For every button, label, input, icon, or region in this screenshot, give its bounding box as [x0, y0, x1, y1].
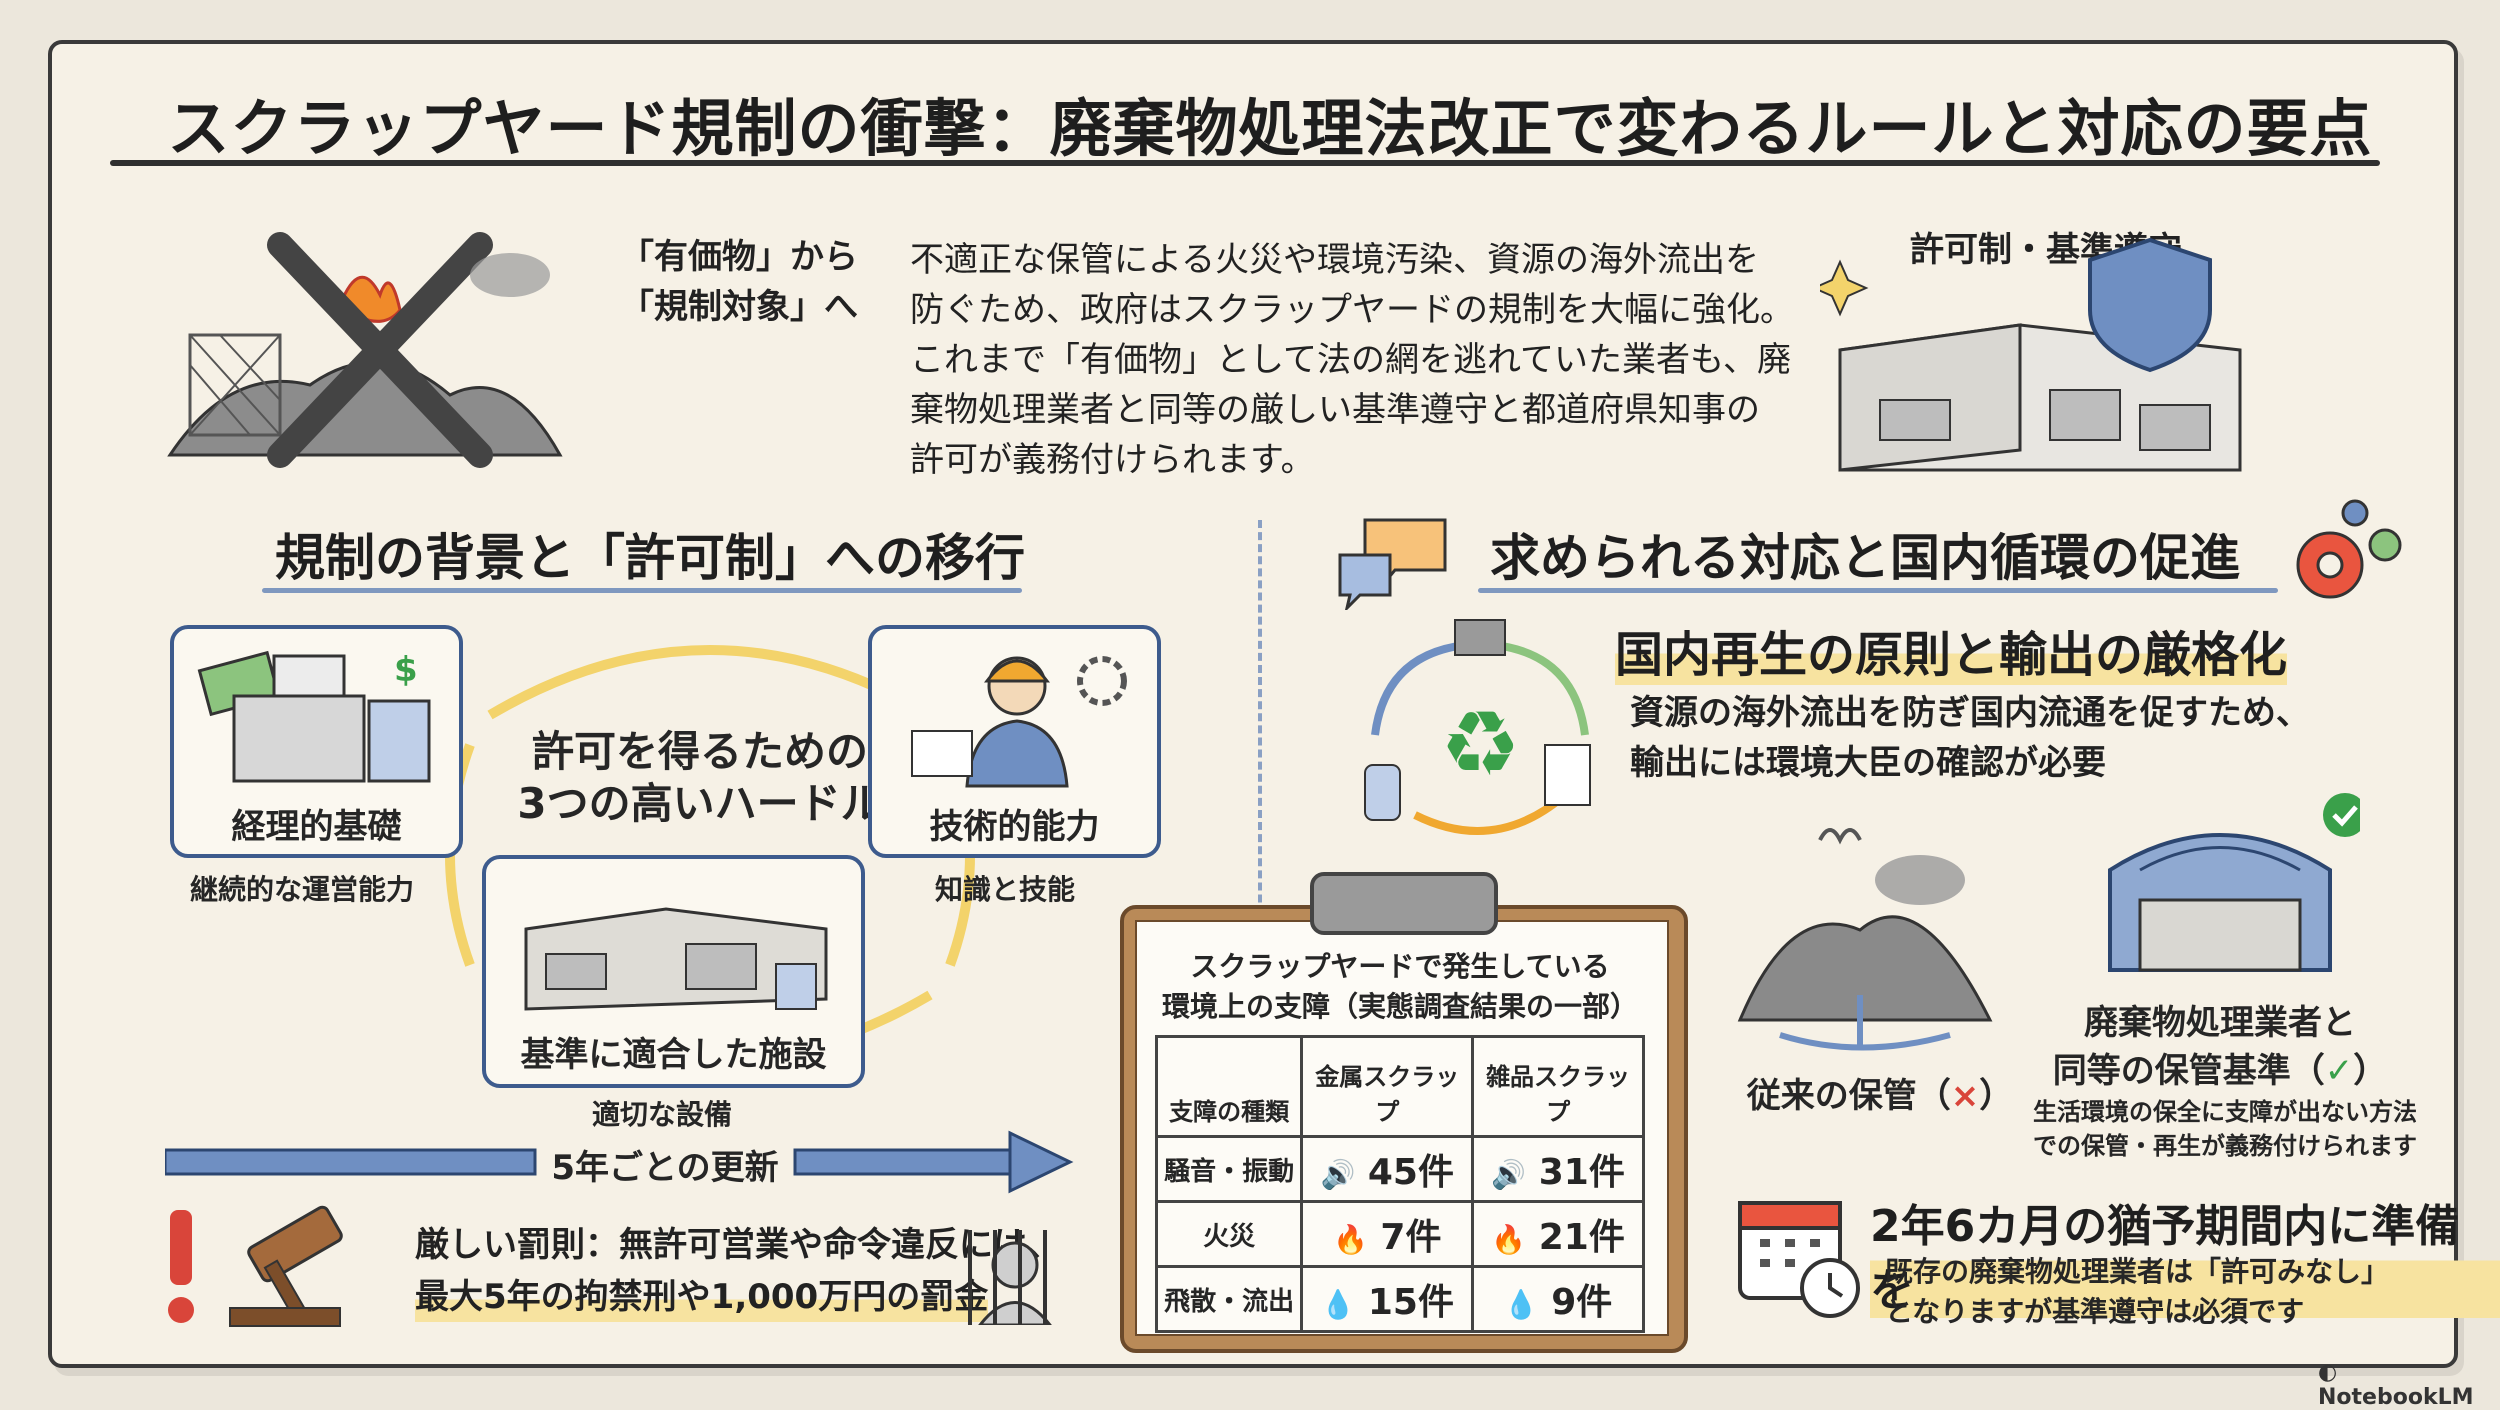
card-compliant-facility: 基準に適合した施設 [482, 855, 865, 1088]
card-label: 経理的基礎 [231, 807, 402, 847]
penalty-line-1: 厳しい罰則：無許可営業や命令違反には、 [415, 1225, 1061, 1265]
metal-count: 15件 [1367, 1282, 1454, 1323]
row-type: 騒音・振動 [1154, 1135, 1304, 1203]
new-storage-text: 同等の保管基準（ [2052, 1051, 2325, 1091]
intro-line: 防ぐため、政府はスクラップヤードの規制を大幅に強化。 [910, 290, 1794, 330]
grace-line-1: 既存の廃棄物処理業者は「許可みなし」 [1885, 1255, 2390, 1288]
row-metal-value: 🔊 45件 [1300, 1135, 1475, 1203]
right-title-underline [1478, 588, 2278, 593]
cash-register-icon: $ [197, 650, 431, 783]
title-underline [110, 160, 2380, 166]
spill-icon: 💧 [1503, 1288, 1539, 1321]
new-storage-line-2: 同等の保管基準（✓） [2030, 1043, 2410, 1092]
speaker-icon: 🔊 [1491, 1158, 1527, 1191]
clipboard-title-2: 環境上の支障（実態調査結果の一部） [1161, 990, 1638, 1023]
old-scrap-pile-icon [1737, 828, 1993, 1051]
speaker-icon: 🔊 [1320, 1158, 1356, 1191]
header-metal: 金属スクラップ [1300, 1035, 1475, 1138]
card-sublabel: 知識と技能 [935, 873, 1076, 906]
row-mixed-value: 💧 9件 [1471, 1265, 1645, 1333]
flame-icon: 🔥 [1332, 1223, 1368, 1256]
domestic-line-1: 資源の海外流出を防ぎ国内流通を促すため、 [1630, 693, 2310, 733]
engineer-icon [911, 656, 1127, 788]
flame-icon: 🔥 [1491, 1223, 1527, 1256]
table-header-row: 支障の種類 金属スクラップ 雑品スクラップ [1154, 1035, 1645, 1138]
hurdle-line-2: 3つの高いハードル [517, 779, 883, 828]
table-row: 火災 🔥 7件 🔥 21件 [1154, 1200, 1645, 1268]
left-title-underline [262, 588, 1022, 593]
brand-text: NotebookLM [2318, 1385, 2474, 1410]
left-section-title: 規制の背景と「許可制」への移行 [275, 529, 1025, 587]
hurdle-line-1: 許可を得るための [531, 727, 868, 776]
spill-icon: 💧 [1320, 1288, 1356, 1321]
card-label: 技術的能力 [929, 807, 1100, 847]
jail-bars-icon [968, 1230, 1052, 1325]
intro-line: 不適正な保管による火災や環境汚染、資源の海外流出を [910, 240, 1759, 280]
intro-line: これまで「有価物」として法の網を逃れていた業者も、廃 [910, 340, 1791, 380]
covered-warehouse-icon [2108, 793, 2360, 972]
svg-text:♻: ♻ [1440, 692, 1521, 797]
recycling-cycle-icon: ♻ [1364, 619, 1591, 835]
renewal-arrow [165, 1130, 1074, 1194]
table-row: 騒音・振動 🔊 45件 🔊 31件 [1154, 1135, 1645, 1203]
grace-line-2: となりますが基準遵守は必須です [1885, 1295, 2305, 1328]
shielded-warehouse-icon [1820, 237, 2242, 472]
old-storage-text: 従来の保管（ [1746, 1076, 1951, 1116]
notebooklm-logo-icon: ◐ [2318, 1360, 2338, 1385]
new-storage-sub-1: 生活環境の保全に支障が出ない方法 [2033, 1098, 2417, 1126]
row-type: 飛散・流出 [1154, 1265, 1304, 1333]
shift-line-2: 「規制対象」へ [620, 287, 858, 327]
old-storage-label: 従来の保管（×） [1740, 1068, 2020, 1117]
clipboard-title-1: スクラップヤードで発生している [1190, 950, 1610, 983]
mixed-count: 31件 [1538, 1152, 1625, 1193]
row-metal-value: 🔥 7件 [1300, 1200, 1475, 1268]
card-financial-basis: $ 経理的基礎 [170, 625, 463, 858]
page-title: スクラップヤード規制の衝撃：廃棄物処理法改正で変わるルールと対応の要点 [167, 92, 2373, 165]
speech-bubbles-icon [1338, 518, 1447, 610]
brand-label: ◐ NotebookLM [2318, 1360, 2500, 1410]
header-mixed: 雑品スクラップ [1471, 1035, 1645, 1138]
header-type: 支障の種類 [1154, 1035, 1304, 1138]
shift-line-1: 「有価物」から [620, 237, 858, 277]
check-icon: ✓ [2324, 1051, 2354, 1091]
new-storage-close: ） [2353, 1051, 2388, 1091]
renewal-label: 5年ごとの更新 [551, 1148, 779, 1188]
new-storage-line-1: 廃棄物処理業者と [2084, 1003, 2356, 1043]
card-sublabel: 継続的な運営能力 [190, 873, 415, 906]
impact-table: 支障の種類 金属スクラップ 雑品スクラップ 騒音・振動 🔊 45件 🔊 31件 … [1154, 1035, 1645, 1333]
gears-icon [2296, 499, 2402, 599]
domestic-line-2: 輸出には環境大臣の確認が必要 [1630, 743, 2106, 783]
crossed-scrap-heap-icon [167, 232, 563, 468]
card-technical-capacity: 技術的能力 [868, 625, 1161, 858]
card-label: 基準に適合した施設 [520, 1035, 827, 1075]
column-divider [1258, 520, 1262, 1120]
calendar-clock-icon [1738, 1201, 1860, 1318]
clipboard-clip [1310, 872, 1498, 935]
old-storage-close: ） [1979, 1076, 2014, 1116]
intro-line: 許可が義務付けられます。 [910, 440, 1315, 480]
metal-count: 45件 [1367, 1152, 1454, 1193]
right-section-title: 求められる対応と国内循環の促進 [1490, 529, 2240, 587]
card-sublabel: 適切な設備 [592, 1098, 733, 1131]
new-storage-sub-2: での保管・再生が義務付けられます [2033, 1132, 2417, 1160]
facility-icon [524, 907, 828, 1011]
gavel-warning-icon [168, 1205, 343, 1327]
grace-title: 2年6カ月の猶予期間内に準備を [1870, 1190, 2500, 1318]
mixed-count: 21件 [1538, 1217, 1625, 1258]
intro-line: 棄物処理業者と同等の厳しい基準遵守と都道府県知事の [910, 390, 1760, 430]
mixed-count: 9件 [1551, 1282, 1613, 1323]
row-metal-value: 💧 15件 [1300, 1265, 1475, 1333]
row-mixed-value: 🔥 21件 [1471, 1200, 1645, 1268]
domestic-title: 国内再生の原則と輸出の厳格化 [1615, 615, 2288, 685]
row-mixed-value: 🔊 31件 [1471, 1135, 1645, 1203]
intro-paragraph: 不適正な保管による火災や環境汚染、資源の海外流出を 防ぐため、政府はスクラップヤ… [910, 235, 1794, 485]
metal-count: 7件 [1380, 1217, 1442, 1258]
penalty-line-2: 最大5年の拘禁刑や1,000万円の罰金 [415, 1272, 989, 1322]
svg-text:$: $ [394, 650, 418, 690]
cross-icon: × [1950, 1076, 1980, 1116]
row-type: 火災 [1154, 1200, 1304, 1268]
table-row: 飛散・流出 💧 15件 💧 9件 [1154, 1265, 1645, 1333]
